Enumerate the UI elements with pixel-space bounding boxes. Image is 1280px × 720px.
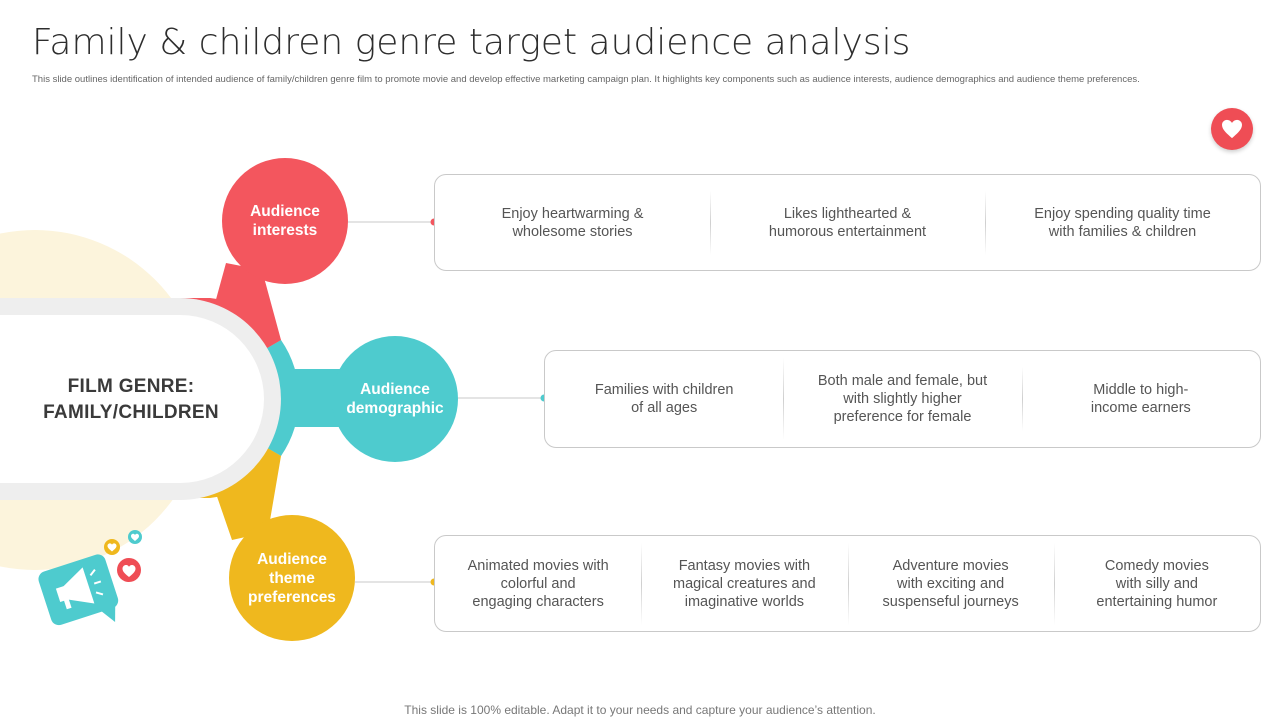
- interests-item: Enjoy heartwarming & wholesome stories: [501, 205, 644, 240]
- interests-item: Enjoy spending quality time with familie…: [985, 190, 1260, 255]
- center-pill-inner: [0, 315, 264, 483]
- demographic-item: Both male and female, but with slightly …: [783, 358, 1021, 440]
- interests-box: Enjoy heartwarming & wholesome stories L…: [434, 174, 1261, 271]
- demographic-box: Families with children of all ages Both …: [544, 350, 1261, 448]
- preferences-circle-label: Audience theme preferences: [248, 550, 336, 606]
- heart-icon: [1222, 119, 1242, 139]
- center-genre-label: FILM GENRE: FAMILY/CHILDREN: [0, 355, 262, 445]
- preferences-circle: [229, 515, 355, 641]
- interests-circle: [222, 158, 348, 284]
- demographic-item: Families with children of all ages: [594, 382, 734, 416]
- demographic-item: Middle to high- income earners: [1021, 367, 1260, 431]
- interests-circle-label: Audience interests: [250, 203, 320, 239]
- small-heart-icon: [128, 530, 142, 544]
- demographic-circle-label: Audience demographic: [346, 381, 444, 417]
- page-title: Family & children genre target audience …: [32, 22, 911, 63]
- preferences-item: Animated movies with colorful and engagi…: [467, 557, 609, 610]
- heart-badge-icon: [1211, 108, 1253, 150]
- megaphone-icon: [38, 554, 119, 626]
- connector-interests: [212, 263, 281, 351]
- preferences-item: Comedy movies with silly and entertainin…: [1053, 542, 1260, 625]
- page-description: This slide outlines identification of in…: [32, 74, 1140, 85]
- small-heart-icon: [104, 539, 120, 555]
- connector-preferences: [212, 445, 281, 540]
- small-heart-icon: [117, 558, 141, 582]
- center-label-line1: FILM GENRE:: [67, 376, 195, 397]
- preferences-box: Animated movies with colorful and engagi…: [434, 535, 1261, 632]
- demographic-circle: [332, 336, 458, 462]
- footer-note: This slide is 100% editable. Adapt it to…: [404, 703, 876, 717]
- interests-item: Likes lighthearted & humorous entertainm…: [710, 190, 985, 255]
- preferences-item: Adventure movies with exciting and suspe…: [847, 542, 1054, 625]
- preferences-item: Fantasy movies with magical creatures an…: [641, 542, 847, 625]
- center-label-line2: FAMILY/CHILDREN: [43, 402, 219, 423]
